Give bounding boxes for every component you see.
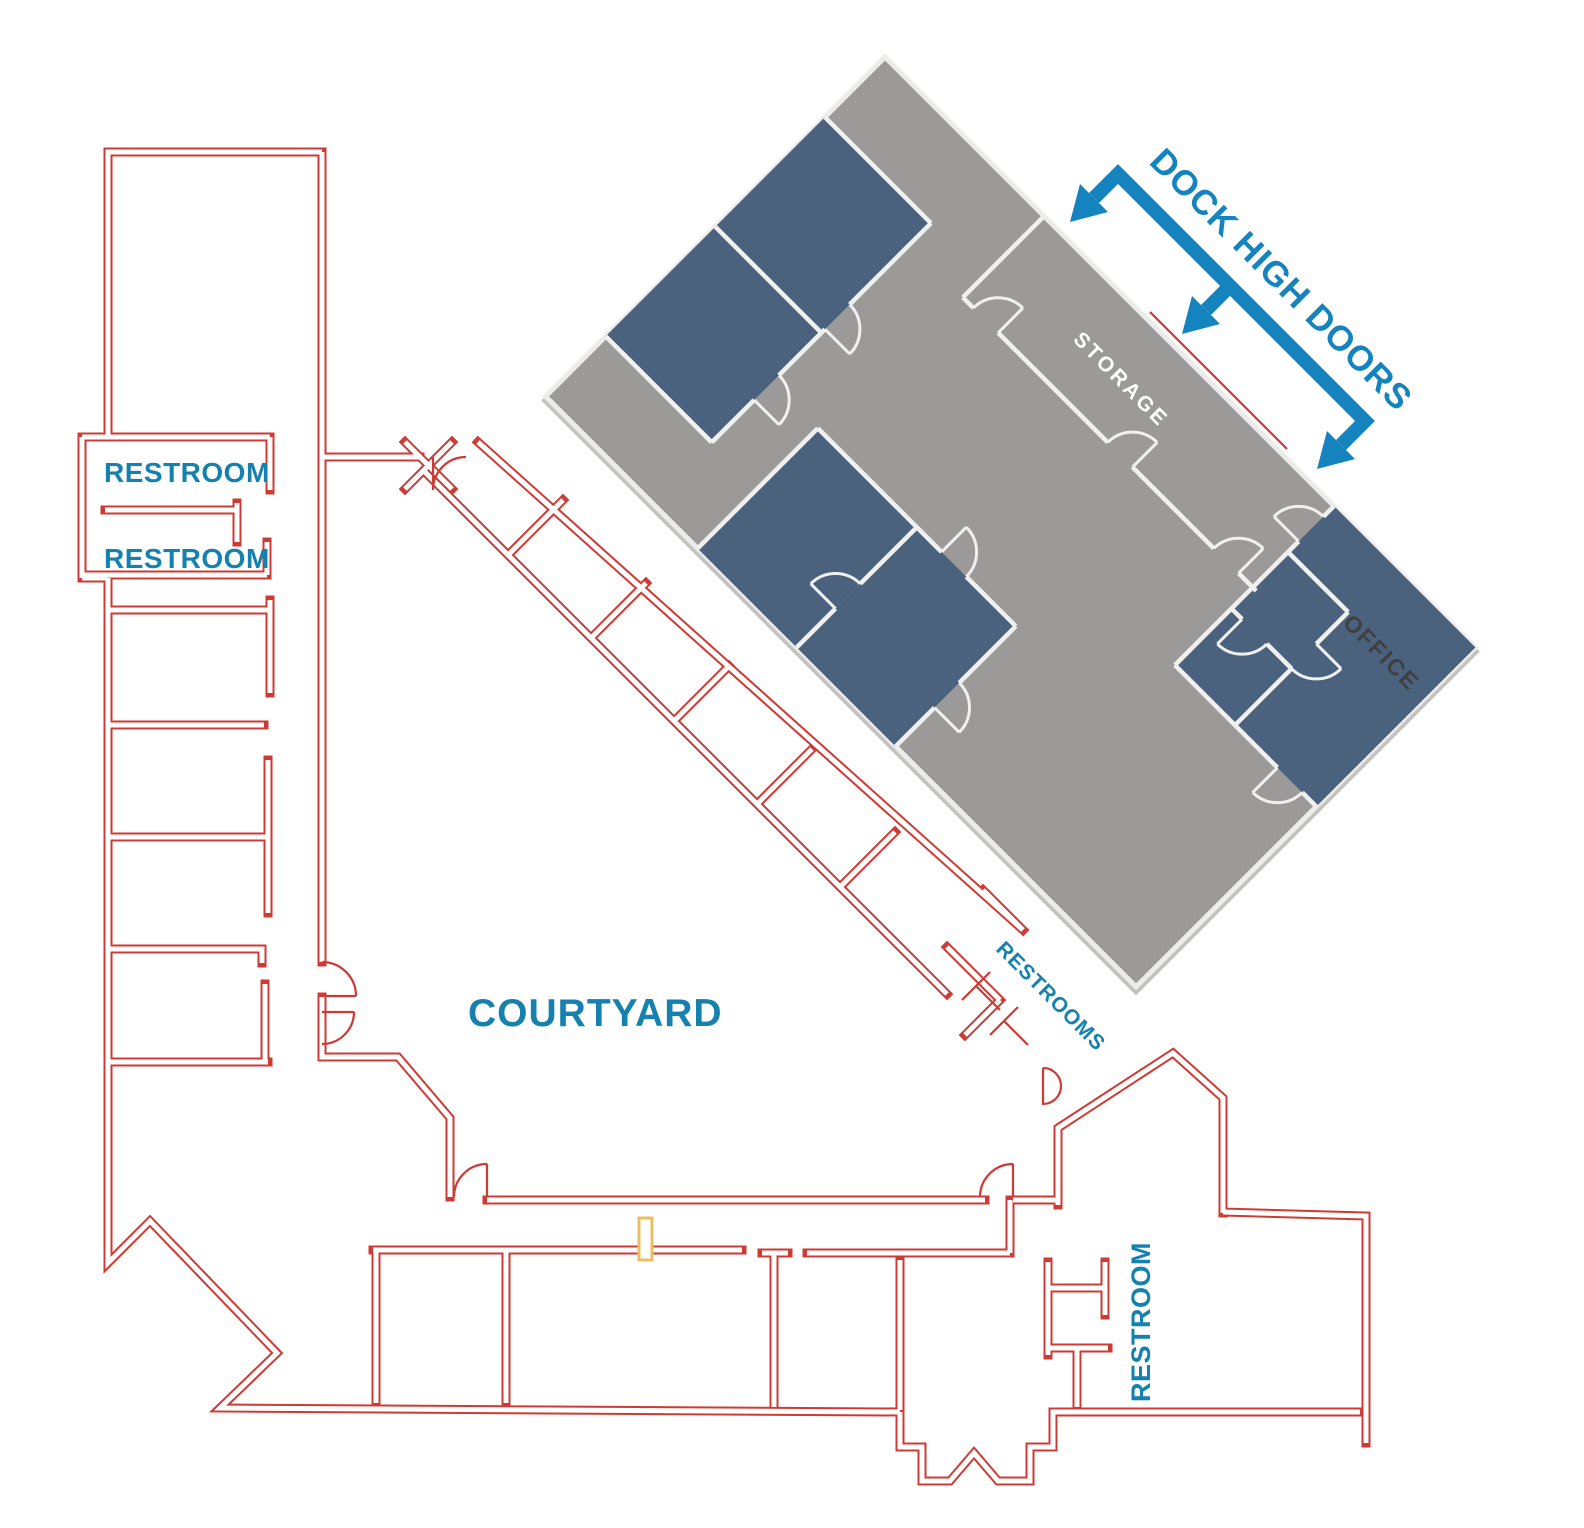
dock-arrow-bracket: [1089, 164, 1375, 450]
restroom-bottom-label: RESTROOM: [1126, 1242, 1156, 1402]
blue-room-c: [697, 428, 917, 648]
restroom-upper-label: RESTROOM: [104, 457, 270, 488]
courtyard-label: COURTYARD: [468, 992, 723, 1035]
warehouse-building: STORAGE OFFICE: [541, 53, 1480, 996]
dock-arrow-head-right: [1317, 431, 1355, 469]
office-suite: [1174, 506, 1476, 807]
restroom-lower-label: RESTROOM: [104, 543, 270, 574]
blue-room-d: [796, 527, 1016, 747]
building-door-arcs: [753, 296, 1343, 805]
dock-arrow-head-middle: [1182, 296, 1220, 334]
dock-arrow-head-left: [1070, 184, 1108, 222]
restrooms-corridor-label: RESTROOMS: [991, 937, 1109, 1055]
yellow-door: [637, 1216, 654, 1262]
building-walls: [604, 115, 1350, 809]
